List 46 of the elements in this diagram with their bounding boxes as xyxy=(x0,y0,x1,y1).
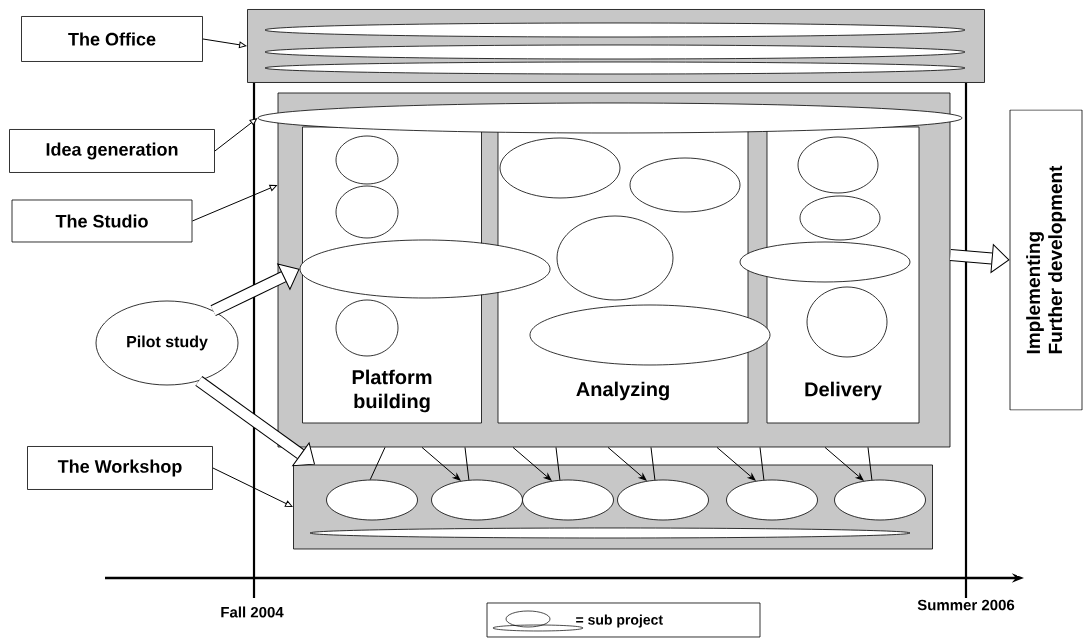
sub-project-ellipse xyxy=(264,44,966,60)
block-arrow xyxy=(210,263,300,317)
label-box: The Workshop xyxy=(27,446,213,490)
connector-line xyxy=(369,446,386,481)
sub-project-ellipse xyxy=(799,195,881,241)
sub-project-ellipse xyxy=(522,479,614,521)
sub-project-ellipse xyxy=(834,479,926,521)
sub-project-ellipse xyxy=(335,299,399,357)
sub-project-ellipse xyxy=(326,479,418,521)
connector-line xyxy=(555,446,561,481)
sub-project-ellipse xyxy=(309,527,911,539)
sub-project-ellipse xyxy=(726,479,818,521)
date-label: Fall 2004 xyxy=(221,606,284,618)
sub-project-ellipse xyxy=(264,22,966,38)
sub-project-ellipse xyxy=(797,136,879,194)
label-box: The Office xyxy=(21,16,203,62)
label-box: The Studio xyxy=(11,199,193,243)
label-box: Idea generation xyxy=(9,129,215,173)
connector-line xyxy=(867,446,873,481)
arrow xyxy=(191,184,277,222)
sub-project-ellipse xyxy=(529,304,771,366)
block-arrow xyxy=(949,244,1010,273)
sub-project-ellipse xyxy=(629,157,741,213)
connector-line xyxy=(759,446,765,481)
connector-line xyxy=(464,446,470,481)
arrow xyxy=(214,118,258,152)
arrow xyxy=(202,38,247,49)
date-label: Summer 2006 xyxy=(917,599,1015,611)
sub-project-ellipse xyxy=(739,241,911,283)
arrow xyxy=(824,446,864,481)
arrow xyxy=(716,446,756,481)
arrow xyxy=(421,446,461,481)
arrow xyxy=(512,446,552,481)
sub-project-ellipse xyxy=(499,137,621,199)
connector-line xyxy=(650,446,656,481)
sub-project-ellipse xyxy=(335,185,399,239)
sub-project-ellipse xyxy=(556,215,674,301)
sub-project-ellipse xyxy=(806,286,888,358)
sub-project-ellipse xyxy=(617,479,709,521)
arrow xyxy=(212,467,293,507)
block-arrow xyxy=(195,376,315,467)
sub-project-ellipse xyxy=(264,61,966,75)
arrow xyxy=(607,446,647,481)
sub-project-ellipse xyxy=(431,479,523,521)
sub-project-ellipse xyxy=(335,135,399,185)
result-box: Implementing Further development xyxy=(1009,109,1083,411)
